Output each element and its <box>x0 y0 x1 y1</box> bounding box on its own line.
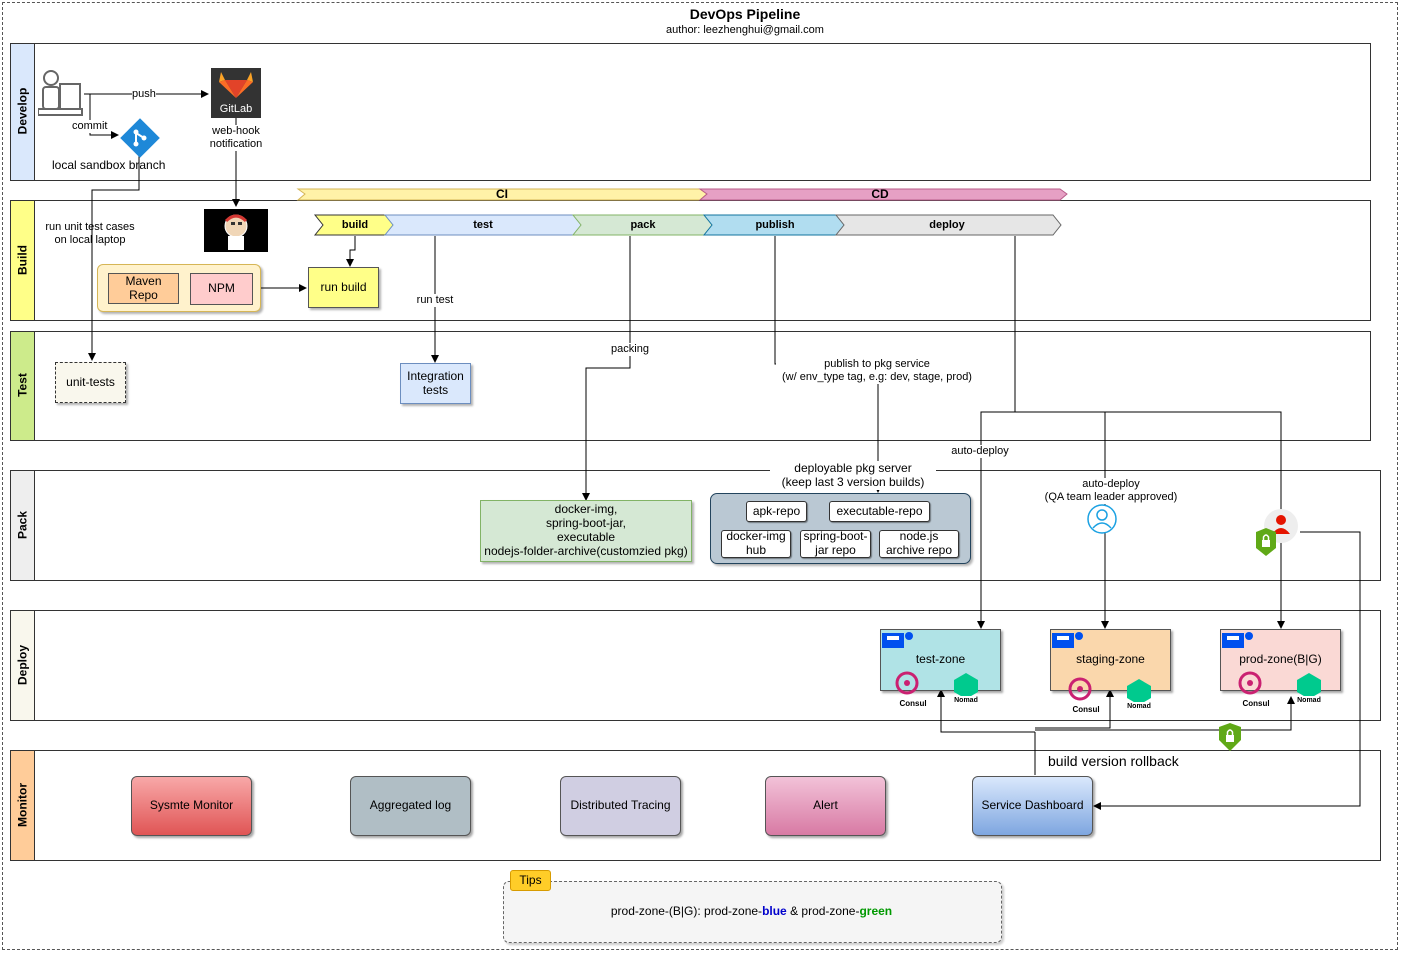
docker-img-hub: docker-img hub <box>721 529 791 558</box>
lock-shield-icon <box>1218 722 1242 752</box>
service-dashboard-box: Service Dashboard <box>972 776 1093 836</box>
test-zone-label: test-zone <box>915 652 966 666</box>
run-build-box: run build <box>308 267 379 308</box>
consul-label: Consul <box>899 699 927 708</box>
nomad-label: Nomad <box>1127 703 1151 710</box>
lane-header-pack: Pack <box>11 471 35 580</box>
consul-icon: Consul <box>893 670 933 708</box>
tips-prefix: prod-zone-(B|G): prod-zone- <box>610 904 763 918</box>
tips-green: green <box>859 904 893 918</box>
tips-tag: Tips <box>510 870 551 891</box>
lane-header-develop: Develop <box>11 44 35 180</box>
jenkins-icon <box>204 209 268 252</box>
auto-deploy-label-1: auto-deploy <box>948 445 1012 459</box>
phase-cd-label: CD <box>871 187 889 201</box>
gitlab-icon: GitLab <box>211 68 261 118</box>
unit-tests-box: unit-tests <box>55 362 126 403</box>
qa-leader-icon <box>1086 503 1118 535</box>
distributed-tracing-box: Distributed Tracing <box>560 776 681 836</box>
stage-publish-label: publish <box>755 219 795 231</box>
auto-deploy-label-2: auto-deploy (QA team leader approved) <box>1040 478 1182 505</box>
commit-label: commit <box>72 120 108 134</box>
stage-test-label: test <box>473 219 493 231</box>
aggregated-log-box: Aggregated log <box>350 776 471 836</box>
unit-test-note: run unit test cases on local laptop <box>45 221 135 247</box>
rollback-label: build version rollback <box>1048 753 1179 770</box>
spring-boot-jar-repo: spring-boot- jar repo <box>800 529 871 558</box>
sandbox-label: local sandbox branch <box>52 158 166 172</box>
artifacts-box: docker-img, spring-boot-jar, executable … <box>480 500 692 562</box>
prod-zone-label: prod-zone(B|G) <box>1239 652 1322 666</box>
npm-repo: NPM <box>190 273 253 305</box>
maven-repo: Maven Repo <box>108 273 179 304</box>
tips-mid: & prod-zone- <box>786 904 860 918</box>
publish-note: publish to pkg service (w/ env_type tag,… <box>776 358 978 385</box>
network-icon <box>1221 630 1257 650</box>
developer-icon <box>37 68 84 120</box>
consul-label: Consul <box>1242 699 1270 708</box>
consul-icon: Consul <box>1236 670 1276 708</box>
phase-ci-label: CI <box>496 187 508 201</box>
nomad-icon: Nomad <box>1294 672 1324 704</box>
stage-pack-label: pack <box>630 219 656 231</box>
system-monitor-box: Sysmte Monitor <box>131 776 252 836</box>
tips-panel <box>503 881 1002 943</box>
stage-build-label: build <box>341 219 369 231</box>
apk-repo: apk-repo <box>746 501 807 522</box>
lane-header-deploy: Deploy <box>11 611 35 720</box>
network-icon <box>881 630 917 650</box>
git-branch-icon <box>120 118 160 158</box>
nodejs-archive-repo: node.js archive repo <box>879 529 959 558</box>
run-test-label: run test <box>405 294 465 308</box>
lane-header-build: Build <box>11 201 35 320</box>
diagram-author: author: leezhenghui@gmail.com <box>666 24 824 36</box>
consul-label: Consul <box>1072 705 1100 714</box>
packing-label: packing <box>600 343 660 357</box>
integration-tests-box: Integration tests <box>400 363 471 404</box>
push-label: push <box>132 88 156 102</box>
lane-header-test: Test <box>11 332 35 440</box>
consul-icon: Consul <box>1066 676 1106 714</box>
nomad-label: Nomad <box>1297 697 1321 704</box>
nomad-icon: Nomad <box>1124 678 1154 710</box>
lane-test: Test <box>10 331 1371 441</box>
staging-zone-label: staging-zone <box>1076 652 1145 666</box>
executable-repo: executable-repo <box>829 501 930 522</box>
diagram-title: DevOps Pipeline <box>689 6 801 22</box>
pkg-server-title: deployable pkg server (keep last 3 versi… <box>770 461 936 490</box>
tips-blue: blue <box>762 904 787 918</box>
nomad-label: Nomad <box>954 697 978 704</box>
alert-box: Alert <box>765 776 886 836</box>
webhook-label: web-hook notification <box>205 125 267 152</box>
gitlab-label: GitLab <box>219 103 253 115</box>
prod-approval-icon <box>1255 508 1301 562</box>
nomad-icon: Nomad <box>951 672 981 704</box>
tips-text: prod-zone-(B|G): prod-zone-blue & prod-z… <box>503 904 1000 918</box>
lane-header-monitor: Monitor <box>11 751 35 860</box>
network-icon <box>1051 630 1087 650</box>
stage-deploy-label: deploy <box>929 219 965 231</box>
